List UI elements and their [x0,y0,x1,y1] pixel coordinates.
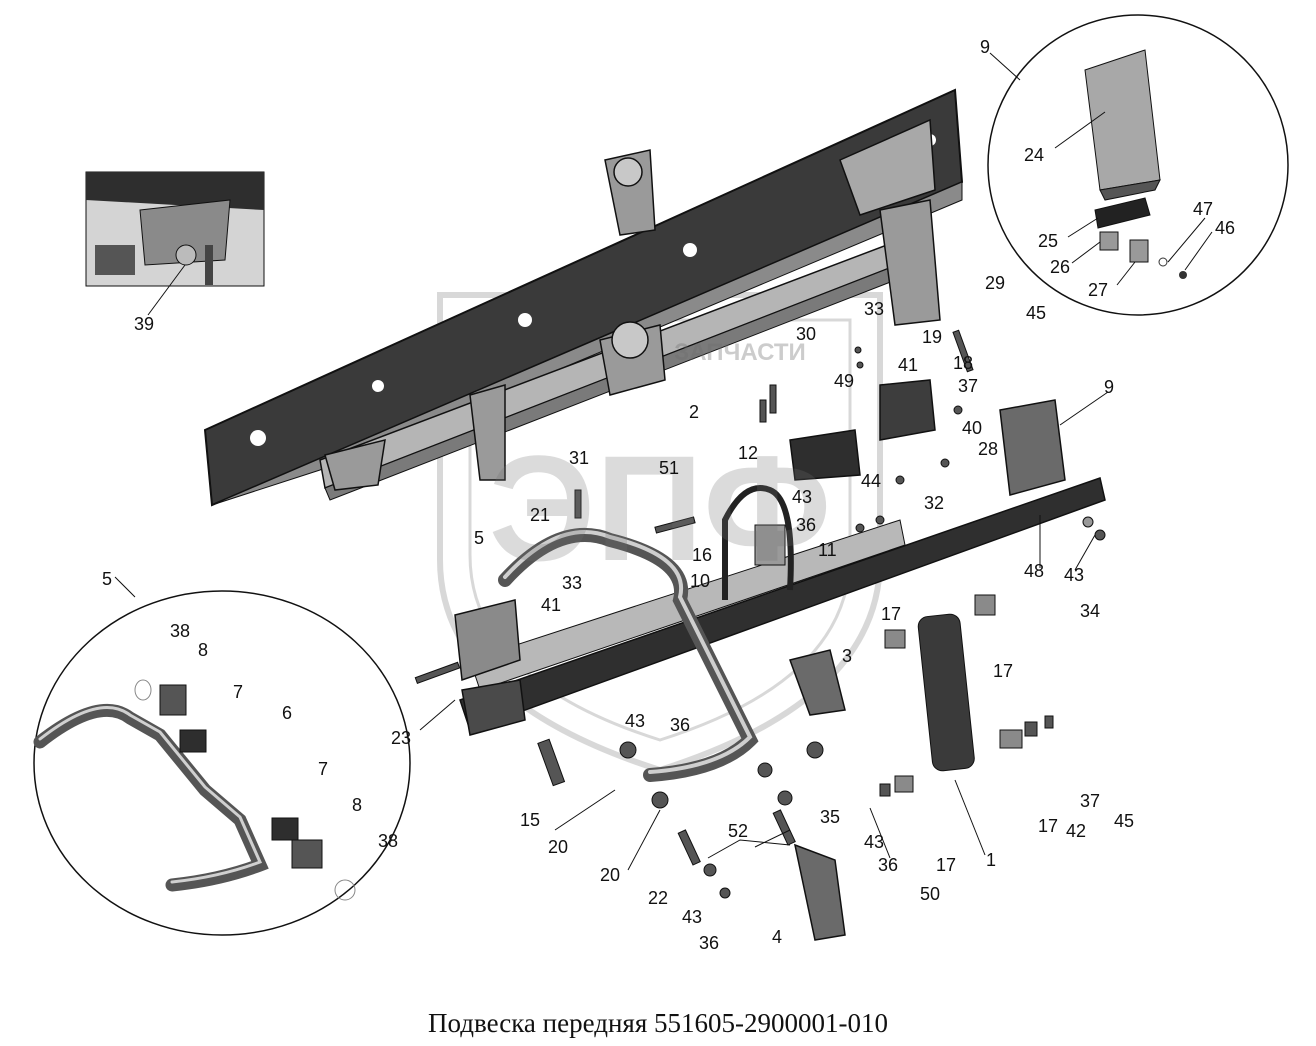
callout: 17 [881,604,902,624]
callout: 51 [659,458,680,478]
u-bolt [722,485,794,600]
callout: 17 [936,855,957,875]
callout: 22 [648,888,669,908]
callout: 23 [391,728,412,748]
callout: 7 [318,759,329,779]
callout: 35 [820,807,841,827]
leader-lines [114,52,1213,871]
callout: 8 [352,795,363,815]
callout: 37 [958,376,979,396]
callout: 10 [690,571,711,591]
callout: 37 [1080,791,1101,811]
callout: 8 [198,640,209,660]
watermark-text: ЗАПЧАСТИ [674,339,806,366]
spring-pad [754,524,786,566]
small-parts [414,329,1106,899]
callout: 9 [1104,377,1115,397]
callout: 18 [953,353,974,373]
callout: 43 [792,487,813,507]
callout: 48 [1024,561,1045,581]
callout: 24 [1024,145,1045,165]
callout: 17 [993,661,1014,681]
callout: 30 [796,324,817,344]
callout: 42 [1066,821,1087,841]
callout: 43 [1064,565,1085,585]
callout: 5 [474,528,485,548]
callout: 3 [842,646,853,666]
callout: 7 [233,682,244,702]
shock-absorber [884,594,996,772]
callout: 46 [1215,218,1236,238]
callout: 2 [689,402,700,422]
frame-rail [203,88,964,507]
callout: 33 [864,299,885,319]
callout: 45 [1026,303,1047,323]
callout: 49 [834,371,855,391]
callout: 28 [978,439,999,459]
callout: 29 [985,273,1006,293]
levers [789,649,846,941]
callout: 17 [1038,816,1059,836]
callout: 43 [864,832,885,852]
callout: 19 [922,327,943,347]
callout: 12 [738,443,759,463]
inset-photo [85,171,265,287]
callout: 6 [282,703,293,723]
callout: 40 [962,418,983,438]
callout: 43 [682,907,703,927]
callout: 33 [562,573,583,593]
callout: 20 [548,837,569,857]
diagram-title: Подвеска передняя 551605-2900001-010 [428,1008,888,1038]
detail-circle-stabilizer [33,590,411,936]
callout: 47 [1193,199,1214,219]
callout: 45 [1114,811,1135,831]
callout: 36 [796,515,817,535]
callout: 36 [699,933,720,953]
callout: 1 [986,850,997,870]
callout: 26 [1050,257,1071,277]
callout: 21 [530,505,551,525]
stabilizer-bar [498,528,759,782]
callout: 44 [861,471,882,491]
callout: 39 [134,314,155,334]
callout: 43 [625,711,646,731]
callout: 36 [670,715,691,735]
callout: 9 [980,37,991,57]
callout: 38 [170,621,191,641]
callout: 4 [772,927,783,947]
callout: 15 [520,810,541,830]
callout: 32 [924,493,945,513]
callout: 31 [569,448,590,468]
detail-circle-bracket [987,14,1289,316]
callout: 41 [541,595,562,615]
stabilizer-bar-highlight [503,530,753,774]
watermark-logo: ЭПФ [489,424,832,592]
frame-brackets [324,118,941,491]
callout: 36 [878,855,899,875]
callout: 20 [600,865,621,885]
spring-pads [789,379,936,481]
rear-bracket [454,399,1066,736]
callout: 25 [1038,231,1059,251]
callout: 52 [728,821,749,841]
callout: 11 [818,540,837,560]
callout: 27 [1088,280,1109,300]
callout: 50 [920,884,941,904]
callout: 5 [102,569,113,589]
callout: 34 [1080,601,1101,621]
callout: 38 [378,831,399,851]
callout: 41 [898,355,919,375]
callout: 16 [692,545,713,565]
